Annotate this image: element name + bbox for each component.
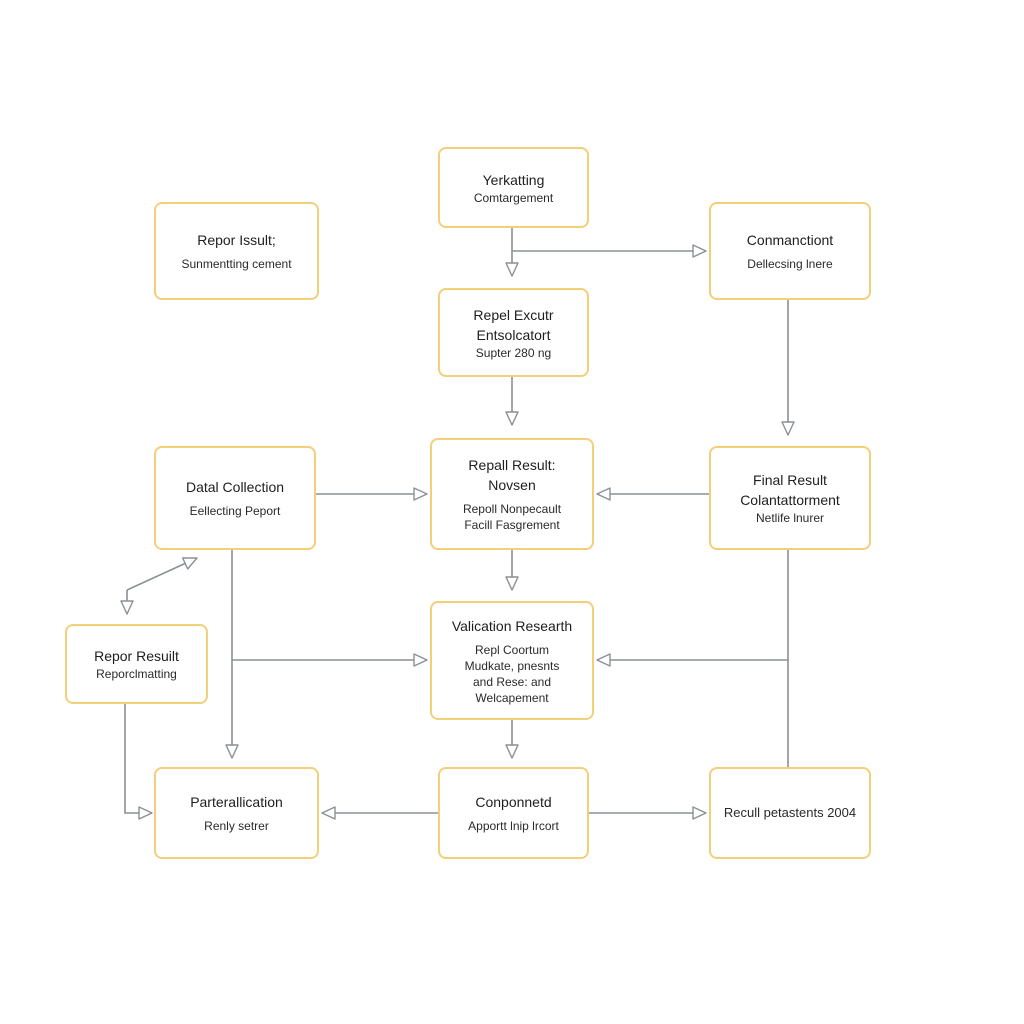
node-final-result[interactable]: Final Result Colantattorment Netlife lnu…	[709, 446, 871, 550]
node-repall-result-subtitle-1: Repoll Nonpecault	[462, 502, 562, 516]
connector-diagonal-to-datal-collection	[126, 557, 198, 591]
node-repel-excutr-subtitle: Supter 280 ng	[475, 345, 552, 360]
node-datal-collection[interactable]: Datal Collection Eellecting Peport	[154, 446, 316, 550]
node-recull-petastents-title: Recull petastents 2004	[723, 805, 857, 820]
node-conmanctiont-subtitle: Dellecsing lnere	[747, 257, 833, 271]
connector-repor-result-to-parterallication	[124, 703, 153, 820]
node-conmanctiont[interactable]: Conmanctiont Dellecsing lnere	[709, 202, 871, 300]
node-repall-result-title: Repall Result:	[468, 457, 556, 473]
node-conmanctiont-title: Conmanctiont	[746, 232, 834, 248]
node-repor-result-subtitle: Reporclmatting	[96, 667, 177, 681]
node-validation-research-subtitle-2: Mudkate, pnesnts	[464, 658, 560, 673]
node-validation-research-subtitle-4: Welcapement	[475, 690, 549, 705]
node-parterallication-title: Parterallication	[190, 794, 283, 810]
node-repor-issult-title: Repor Issult;	[197, 232, 276, 248]
node-repor-issult[interactable]: Repor Issult; Sunmentting cement	[154, 202, 319, 300]
node-repel-excutr-title-2: Entsolcatort	[476, 326, 551, 343]
node-repall-result[interactable]: Repall Result: Novsen Repoll Nonpecault …	[430, 438, 594, 550]
node-repor-result-title: Repor Resuilt	[94, 648, 179, 664]
node-repel-excutr-title: Repel Excutr	[473, 306, 554, 323]
node-final-result-subtitle: Netlife lnurer	[755, 511, 825, 525]
node-validation-research-subtitle-1: Repl Coortum	[474, 642, 550, 657]
node-repel-excutr[interactable]: Repel Excutr Entsolcatort Supter 280 ng	[438, 288, 589, 377]
node-validation-research-subtitle-3: and Rese: and	[472, 674, 552, 689]
node-repor-issult-subtitle: Sunmentting cement	[181, 257, 292, 271]
node-yerkatting-subtitle: Comtargement	[473, 190, 554, 205]
node-final-result-title: Final Result	[753, 472, 827, 488]
node-recull-petastents[interactable]: Recull petastents 2004	[709, 767, 871, 859]
node-yerkatting-title: Yerkatting	[482, 171, 545, 188]
node-validation-research[interactable]: Valication Researth Repl Coortum Mudkate…	[430, 601, 594, 720]
node-parterallication[interactable]: Parterallication Renly setrer	[154, 767, 319, 859]
node-datal-collection-subtitle: Eellecting Peport	[189, 504, 281, 518]
connector-final-result-to-validation-research	[596, 550, 789, 667]
node-validation-research-title: Valication Researth	[451, 617, 573, 634]
node-conponnetd-title: Conponnetd	[475, 794, 552, 810]
node-repor-result[interactable]: Repor Resuilt Reporclmatting	[65, 624, 208, 704]
node-datal-collection-title: Datal Collection	[185, 479, 285, 495]
node-parterallication-subtitle: Renly setrer	[204, 819, 269, 833]
node-repall-result-title-2: Novsen	[488, 477, 536, 493]
node-yerkatting[interactable]: Yerkatting Comtargement	[438, 147, 589, 228]
node-repall-result-subtitle-2: Facill Fasgrement	[464, 518, 560, 532]
node-conponnetd[interactable]: Conponnetd Apportt lnip lrcort	[438, 767, 589, 859]
node-conponnetd-subtitle: Apportt lnip lrcort	[468, 819, 559, 833]
node-final-result-title-2: Colantattorment	[740, 492, 840, 508]
